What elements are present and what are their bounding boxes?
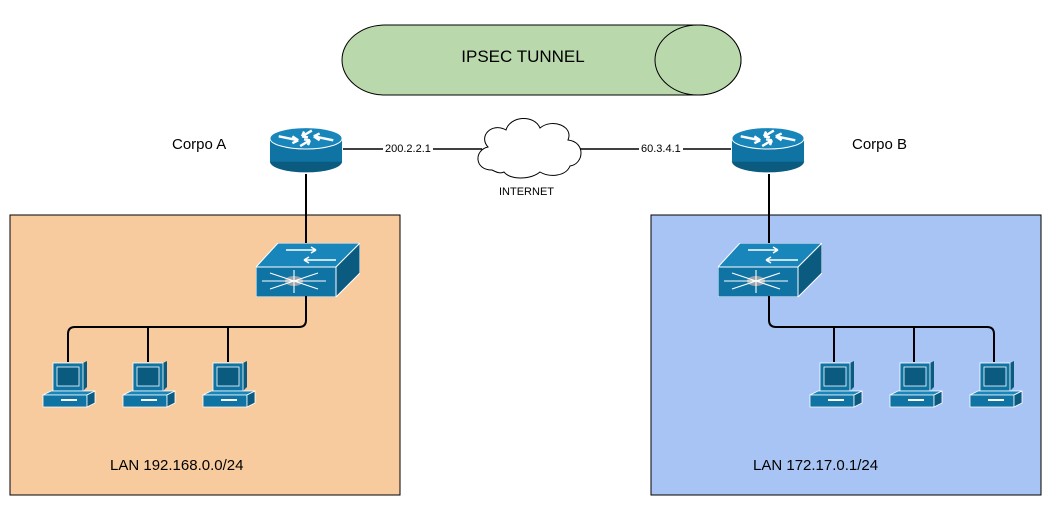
internet-label: INTERNET bbox=[499, 186, 554, 198]
lan-b-bus bbox=[768, 296, 995, 362]
router-b-icon bbox=[731, 126, 805, 174]
router-a-icon bbox=[269, 126, 343, 174]
switch-a-icon bbox=[256, 243, 360, 297]
router-a-ip: 200.2.2.1 bbox=[383, 143, 433, 155]
site-b-label: Corpo B bbox=[852, 136, 908, 153]
switch-b-icon bbox=[718, 243, 822, 297]
internet-cloud-icon bbox=[477, 118, 582, 179]
lan-box-corpo-b bbox=[650, 214, 1042, 496]
lan-a-label: LAN 192.168.0.0/24 bbox=[110, 457, 244, 474]
lan-a-bus bbox=[67, 296, 307, 362]
site-a-label: Corpo A bbox=[172, 136, 227, 153]
router-b-ip: 60.3.4.1 bbox=[639, 143, 683, 155]
lan-b-label: LAN 172.17.0.1/24 bbox=[753, 457, 879, 474]
ipsec-tunnel bbox=[341, 24, 742, 96]
tunnel-label: IPSEC TUNNEL bbox=[461, 47, 585, 66]
